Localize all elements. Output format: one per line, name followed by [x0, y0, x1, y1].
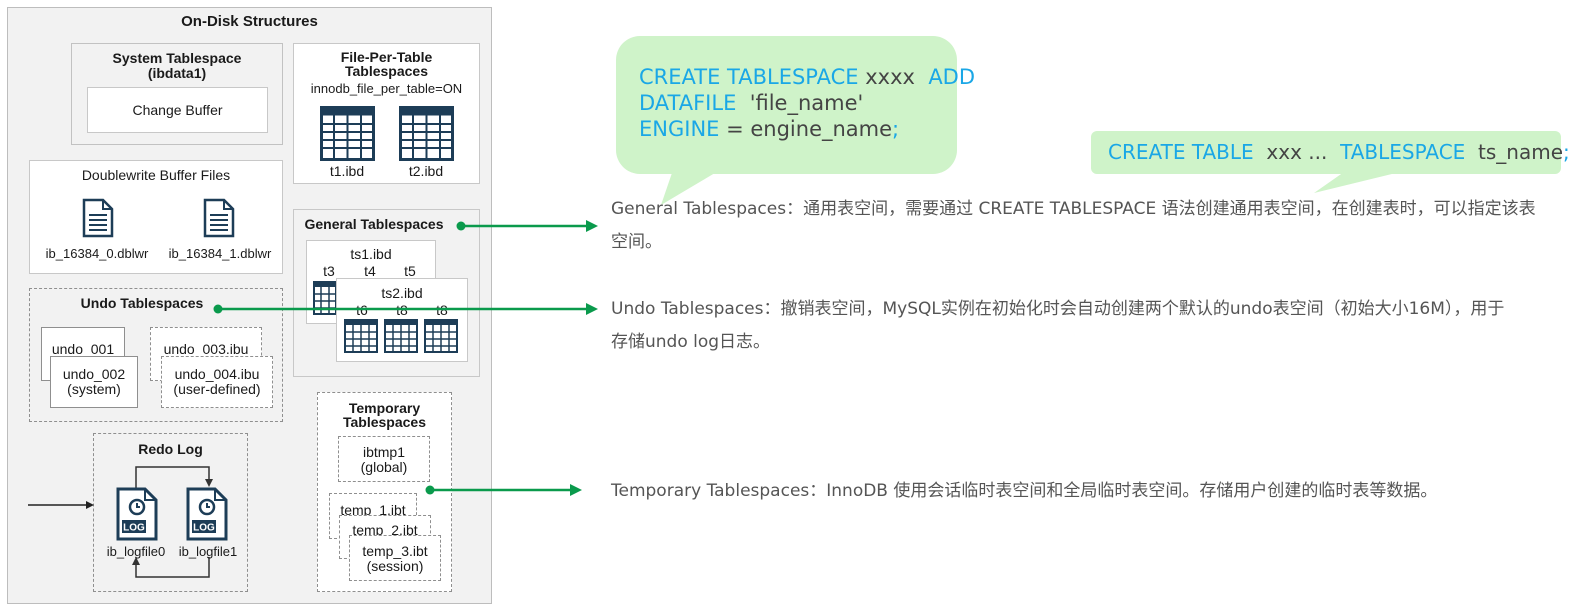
table-icon	[424, 319, 458, 353]
undo-004-label: undo_004.ibu	[174, 366, 260, 382]
temporary-title-2: Tablespaces	[342, 414, 426, 430]
temp-3-sub: (session)	[366, 558, 424, 574]
speech-bubble-create-table	[1091, 131, 1561, 193]
doublewrite-title: Doublewrite Buffer Files	[81, 167, 231, 183]
undo-002-sub: (system)	[67, 381, 121, 397]
change-buffer-label: Change Buffer	[132, 102, 223, 118]
dblwr-file-0-label: ib_16384_0.dblwr	[45, 246, 149, 261]
table-icon	[399, 106, 454, 161]
code-text: xxx ...	[1266, 140, 1328, 164]
system-tablespace-subtitle: (ibdata1)	[147, 65, 207, 81]
temp-3-box	[349, 535, 441, 581]
code-keyword: CREATE TABLESPACE	[639, 65, 859, 89]
t1-ibd-label: t1.ibd	[329, 163, 365, 179]
temp-2-label: temp_2.ibt	[352, 522, 418, 538]
ts1-table-t5: t5	[404, 263, 416, 279]
ts2-ibd-label: ts2.ibd	[381, 285, 423, 301]
svg-text:LOG: LOG	[123, 523, 145, 534]
code-keyword: ;	[1563, 140, 1569, 164]
temporary-title-1: Temporary	[348, 400, 421, 416]
document-icon	[203, 198, 235, 238]
code-keyword: ADD	[928, 65, 976, 89]
ibtmp1-box	[338, 436, 430, 482]
t2-ibd-label: t2.ibd	[408, 163, 444, 179]
speech-bubble-create-tablespace	[616, 36, 957, 205]
code-keyword: DATAFILE	[639, 91, 737, 115]
table-icon	[344, 319, 378, 353]
code-keyword: ENGINE	[639, 117, 720, 141]
svg-text:LOG: LOG	[193, 523, 215, 534]
file-per-table-title-2: Tablespaces	[344, 63, 428, 79]
code-keyword: CREATE TABLE	[1108, 140, 1254, 164]
temp-1-label: temp_1.ibt	[340, 502, 406, 518]
code-text: = engine_name	[719, 117, 893, 141]
document-icon	[82, 198, 114, 238]
temp-3-label: temp_3.ibt	[362, 543, 428, 559]
create-tablespace-code: CREATE TABLESPACE xxxx ADD DATAFILE 'fil…	[639, 64, 975, 142]
undo-002-label: undo_002	[62, 366, 126, 382]
code-keyword: ;	[892, 117, 900, 141]
undo-004-sub: (user-defined)	[173, 381, 261, 397]
code-text: xxxx	[865, 65, 915, 89]
undo-002-box	[50, 356, 138, 408]
redo-log-title: Redo Log	[138, 441, 203, 457]
log-file-icon: LOG	[116, 487, 158, 541]
general-tablespaces-description: General Tablespaces：通用表空间，需要通过 CREATE TA…	[611, 199, 1536, 252]
file-per-table-setting: innodb_file_per_table=ON	[310, 81, 463, 96]
dblwr-file-1-label: ib_16384_1.dblwr	[168, 246, 272, 261]
undo-001-label: undo_001	[51, 341, 115, 357]
table-icon	[384, 319, 418, 353]
code-text: ts_name	[1478, 140, 1564, 164]
ib-logfile0-label: ib_logfile0	[106, 544, 166, 559]
system-tablespace-title: System Tablespace	[112, 50, 242, 66]
incoming-arrow	[28, 501, 94, 509]
ts1-ibd-label: ts1.ibd	[350, 246, 392, 262]
redo-cycle-arrows	[132, 466, 213, 578]
undo-tablespaces-title: Undo Tablespaces	[80, 295, 204, 311]
undo-004-box	[161, 356, 273, 408]
change-buffer	[87, 87, 268, 133]
file-per-table-title-1: File-Per-Table	[340, 49, 433, 65]
ibtmp1-sub: (global)	[360, 459, 408, 475]
undo-003-label: undo_003.ibu	[163, 341, 249, 357]
diagram-title: On-Disk Structures	[181, 13, 318, 30]
doublewrite-buffer-files	[29, 160, 283, 274]
table-icon	[320, 106, 375, 161]
temporary-tablespaces-description: Temporary Tablespaces：InnoDB 使用会话临时表空间和全…	[611, 481, 1438, 501]
code-keyword: TABLESPACE	[1340, 140, 1466, 164]
code-text: 'file_name'	[749, 91, 864, 115]
ibtmp1-label: ibtmp1	[362, 444, 406, 460]
general-tablespaces-title: General Tablespaces	[304, 216, 444, 232]
log-file-icon: LOG	[186, 487, 228, 541]
create-table-code: CREATE TABLE xxx ... TABLESPACE ts_name;	[1108, 139, 1569, 165]
undo-tablespaces-description: Undo Tablespaces：撤销表空间，MySQL实例在初始化时会自动创建…	[611, 299, 1505, 352]
ts1-table-t4: t4	[364, 263, 376, 279]
ib-logfile1-label: ib_logfile1	[178, 544, 238, 559]
ts1-table-t3: t3	[323, 263, 335, 279]
